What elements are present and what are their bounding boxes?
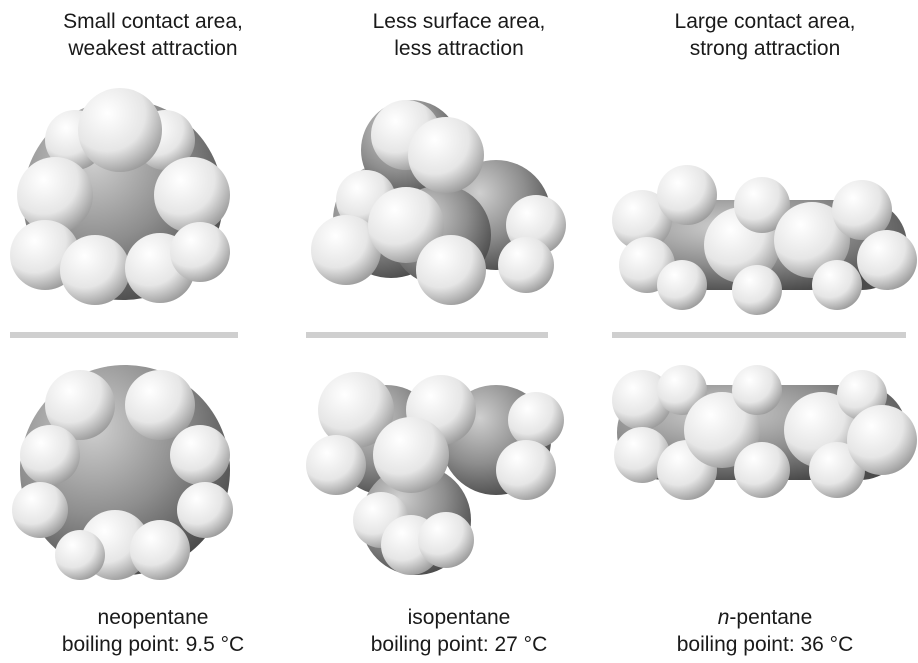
isopentane-lower-molecule: [306, 372, 564, 575]
molecule-name: -pentane: [729, 606, 812, 629]
boiling-point: boiling point: 9.5 °C: [0, 631, 306, 658]
n-pentane-space-filling-models: [612, 0, 918, 600]
neopentane-lower-molecule: [12, 365, 233, 580]
contact-surface-band: [612, 332, 906, 338]
molecule-name: isopentane: [306, 604, 612, 631]
boiling-point: boiling point: 27 °C: [306, 631, 612, 658]
molecule-name-italic-prefix: n: [718, 606, 730, 629]
column-n-pentane: Large contact area, strong attraction: [612, 0, 918, 663]
molecule-caption: n-pentane boiling point: 36 °C: [612, 604, 918, 658]
molecule-name: neopentane: [0, 604, 306, 631]
n-pentane-lower-molecule: [612, 365, 917, 500]
molecule-caption: neopentane boiling point: 9.5 °C: [0, 604, 306, 658]
boiling-point: boiling point: 36 °C: [612, 631, 918, 658]
molecule-caption: isopentane boiling point: 27 °C: [306, 604, 612, 658]
n-pentane-upper-molecule: [612, 165, 917, 315]
column-isopentane: Less surface area, less attraction: [306, 0, 612, 663]
neopentane-upper-molecule: [10, 88, 230, 305]
isopentane-space-filling-models: [306, 0, 612, 600]
contact-surface-band: [10, 332, 238, 338]
molecule-name-line: n-pentane: [612, 604, 918, 631]
isopentane-upper-molecule: [311, 100, 566, 305]
neopentane-space-filling-models: [0, 0, 306, 600]
column-neopentane: Small contact area, weakest attraction: [0, 0, 306, 663]
contact-surface-band: [306, 332, 548, 338]
